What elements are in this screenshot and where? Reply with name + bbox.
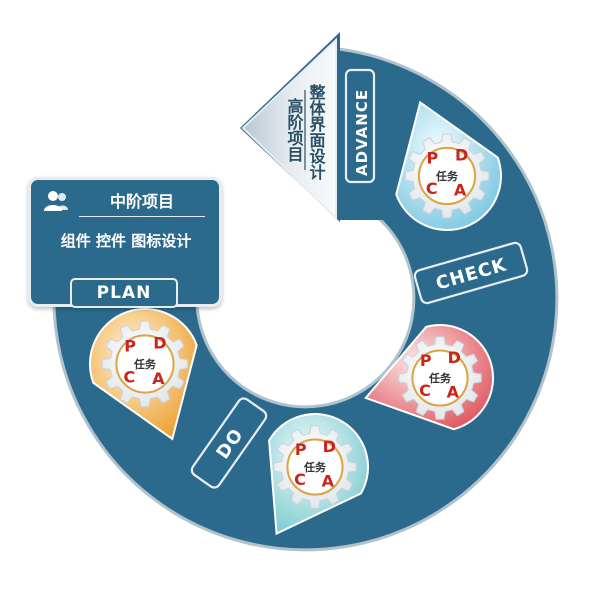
advance-text-col1: 整体界面设计 bbox=[307, 83, 327, 181]
gear-letter-d: D bbox=[455, 146, 468, 165]
gear-letter-d: D bbox=[448, 348, 461, 367]
gear-letter-p: P bbox=[420, 351, 432, 370]
plan-subtitle: 组件 控件 图标设计 bbox=[60, 232, 192, 250]
gear-center-label: 任务 bbox=[435, 169, 459, 183]
gear-hub bbox=[411, 349, 469, 407]
gear-letter-c: C bbox=[419, 381, 431, 400]
gear-letter-a: A bbox=[152, 369, 165, 388]
advance-text-col2: 高阶项目 bbox=[285, 97, 304, 162]
gear-letter-d: D bbox=[153, 333, 166, 352]
plan-badge: PLAN bbox=[70, 278, 178, 308]
gear-hub bbox=[115, 334, 175, 394]
gear-letter-p: P bbox=[124, 336, 136, 355]
svg-text:ADVANCE: ADVANCE bbox=[353, 89, 371, 176]
gear-center-label: 任务 bbox=[303, 460, 327, 474]
gear-letter-a: A bbox=[454, 181, 467, 200]
gear-letter-p: P bbox=[427, 149, 439, 168]
gear-letter-a: A bbox=[322, 471, 335, 490]
gear-letter-c: C bbox=[294, 470, 306, 489]
gear-letter-p: P bbox=[295, 440, 307, 459]
advance-badge: ADVANCE bbox=[344, 68, 376, 184]
plan-title: 中阶项目 bbox=[79, 188, 205, 217]
users-icon bbox=[44, 191, 68, 211]
gear-hub bbox=[286, 438, 344, 496]
advance-arrow bbox=[240, 32, 400, 222]
gear-letter-d: D bbox=[323, 437, 336, 456]
gear-hub bbox=[417, 146, 477, 206]
gear-letter-c: C bbox=[426, 179, 438, 198]
gear-letter-a: A bbox=[447, 382, 460, 401]
gear-letter-c: C bbox=[124, 368, 136, 387]
gear-center-label: 任务 bbox=[428, 371, 452, 385]
gear-center-label: 任务 bbox=[133, 357, 157, 371]
